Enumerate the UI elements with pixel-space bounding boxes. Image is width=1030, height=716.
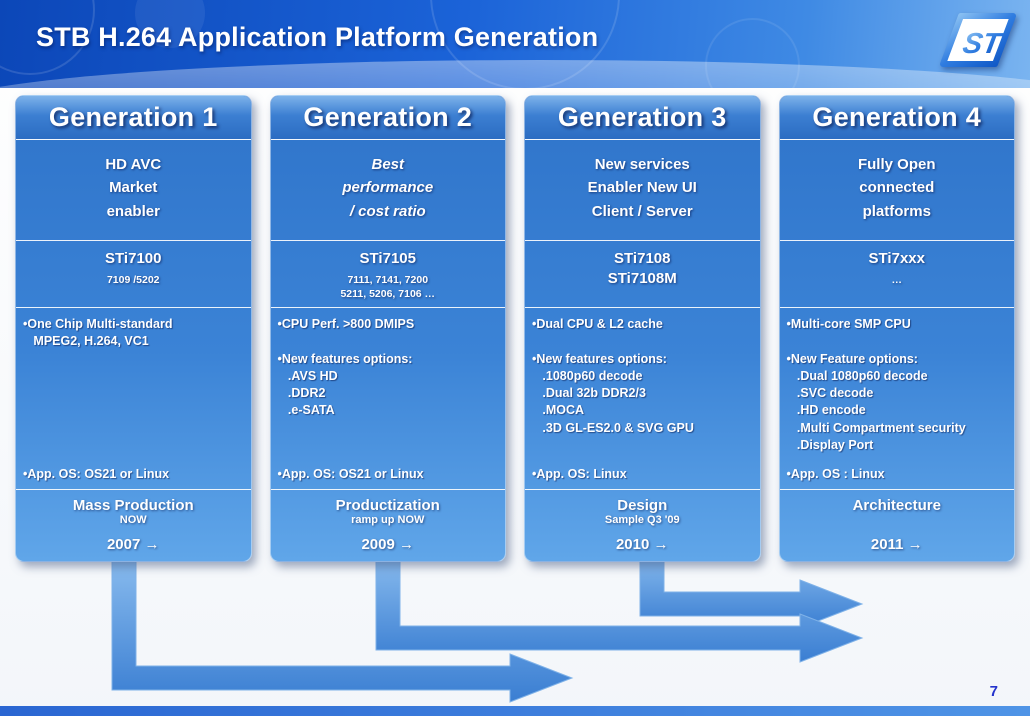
feature-list: •Dual CPU & L2 cache •New features option… [532,316,753,437]
generation-4-header: Generation 4 [779,96,1014,140]
feature-line: .Multi Compartment security [786,420,966,435]
chip-name: STi7100 [105,250,162,267]
feature-line [532,333,753,350]
milestone-sublabel: ramp up NOW [351,514,425,526]
generation-1-header: Generation 1 [16,96,251,140]
milestone-sublabel [780,514,1015,528]
feature-line: •New features options: [532,351,667,366]
feature-line: .Dual 32b DDR2/3 [532,386,646,400]
feature-line [278,333,499,350]
generation-1-description: HD AVC Market enabler [16,140,251,241]
generation-3-milestone: Design Sample Q3 '09 2010 → [525,490,760,561]
generation-3-header: Generation 3 [525,96,760,140]
feature-line: .3D GL-ES2.0 & SVG GPU [532,420,694,435]
feature-list: •One Chip Multi-standard MPEG2, H.264, V… [23,316,244,351]
chip-variants: … [891,273,903,286]
generation-4-description: Fully Open connected platforms [779,140,1014,241]
chip-name: STi7105 [359,250,416,267]
chip-name: STi7xxx [868,250,925,267]
milestone-year: 2009 → [361,536,415,553]
feature-line: .1080p60 decode [532,368,643,383]
os-line: •App. OS : Linux [786,467,885,481]
generation-1-features: •One Chip Multi-standard MPEG2, H.264, V… [16,308,251,490]
feature-line: •Dual CPU & L2 cache [532,317,663,331]
milestone-label: Productization [335,497,440,514]
milestone-label: Mass Production [72,497,194,514]
milestone-year: 2011 → [870,536,923,553]
chip-variants: 7111, 7141, 7200 5211, 5206, 7106 … [340,273,436,301]
generation-2-description: Best performance / cost ratio [270,140,505,241]
generation-1-chip-section: STi7100 7109 /5202 [16,241,251,308]
feature-list: •Multi-core SMP CPU •New Feature options:… [787,316,1008,454]
feature-line: •CPU Perf. >800 DMIPS [277,317,415,331]
os-line: •App. OS: Linux [532,467,627,481]
arrow-gen2 [375,547,864,663]
generation-2-features: •CPU Perf. >800 DMIPS •New features optio… [270,308,505,490]
generation-1-milestone: Mass Production NOW 2007 → [16,490,251,561]
arrow-gen3 [639,547,864,629]
feature-line: .SVC decode [786,386,874,400]
bottom-bar [0,706,1030,716]
feature-line: .HD encode [786,403,866,418]
feature-line: .AVS HD [277,368,338,383]
milestone-sublabel: Sample Q3 '09 [604,514,680,526]
chip-variants: 7109 /5202 [106,273,160,286]
milestone-label: Design [617,497,668,514]
milestone-year: 2007 → [106,536,160,553]
feature-line: .MOCA [532,403,585,418]
generation-2-header: Generation 2 [270,96,505,140]
feature-line: .e-SATA [277,403,335,418]
feature-line: •One Chip Multi-standard [23,317,173,331]
title-banner: STB H.264 Application Platform Generatio… [0,0,1030,88]
feature-line: .Display Port [786,437,874,452]
milestone-label: Architecture [852,497,941,514]
generation-4-features: •Multi-core SMP CPU •New Feature options:… [779,308,1014,490]
feature-line: •New Feature options: [786,351,918,366]
st-logo-text: ST [960,28,1005,60]
feature-line: MPEG2, H.264, VC1 [23,334,149,349]
generation-3-chip-section: STi7108 STi7108M [525,241,760,308]
generation-columns: Generation 1 HD AVC Market enabler STi71… [15,95,1015,562]
feature-list: •CPU Perf. >800 DMIPS •New features optio… [278,316,499,420]
generation-3-description: New services Enabler New UI Client / Ser… [525,140,760,241]
generation-2-chip-section: STi7105 7111, 7141, 7200 5211, 5206, 710… [270,241,505,308]
feature-line: •Multi-core SMP CPU [786,317,911,331]
milestone-sublabel: NOW [119,514,147,526]
generation-3-column: Generation 3 New services Enabler New UI… [524,95,761,562]
arrow-gen1 [111,547,574,703]
generation-4-chip-section: STi7xxx … [779,241,1014,308]
page-number: 7 [989,683,998,700]
feature-line: •New features options: [277,351,413,366]
generation-1-column: Generation 1 HD AVC Market enabler STi71… [15,95,252,562]
chip-name: STi7108 STi7108M [607,250,677,287]
generation-3-features: •Dual CPU & L2 cache •New features option… [525,308,760,490]
os-line: •App. OS: OS21 or Linux [277,467,424,481]
slide-title: STB H.264 Application Platform Generatio… [36,22,599,52]
generation-2-column: Generation 2 Best performance / cost rat… [269,95,506,562]
generation-2-milestone: Productization ramp up NOW 2009 → [271,490,506,561]
milestone-year: 2010 → [615,536,669,553]
feature-line: .Dual 1080p60 decode [786,368,928,383]
feature-line: .DDR2 [277,386,326,400]
feature-line [787,333,1008,350]
generation-4-milestone: Architecture 2011 → [780,490,1015,561]
st-logo-icon: ST [940,13,1016,67]
os-line: •App. OS: OS21 or Linux [23,467,170,481]
generation-4-column: Generation 4 Fully Open connected platfo… [778,95,1015,562]
